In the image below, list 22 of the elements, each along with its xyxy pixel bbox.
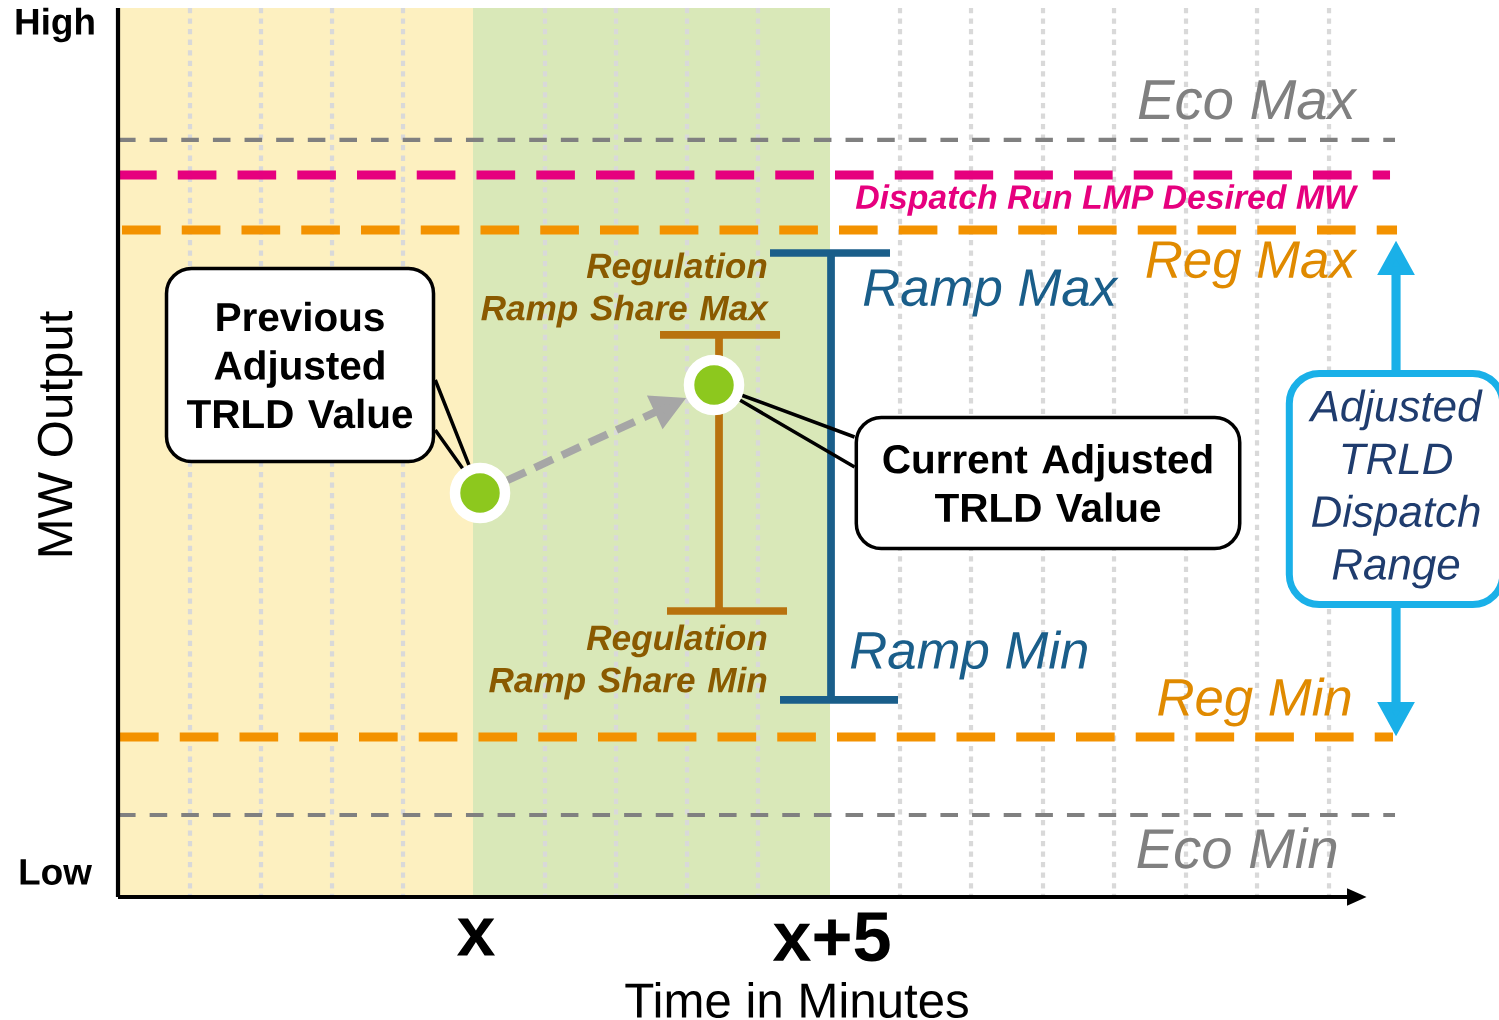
bar-label: Regulation Ramp Share Min (489, 624, 767, 700)
callout-pointer (433, 378, 471, 471)
bar-label: Regulation Ramp Share Max (481, 252, 769, 328)
range-box: Adjusted TRLD Dispatch Range (1285, 369, 1499, 608)
callout-box: Current Adjusted TRLD Value (854, 415, 1242, 551)
data-point (683, 354, 745, 416)
line-label: Reg Min (1158, 677, 1351, 727)
callout-box: Previous Adjusted TRLD Value (164, 266, 436, 464)
axis-title: Time in Minutes (625, 981, 968, 1019)
axis-label: Low (20, 859, 92, 885)
callout-pointer (738, 393, 857, 469)
axis-title: MW Output (37, 310, 83, 556)
line-label: Eco Max (1138, 80, 1358, 120)
tick-label: x+5 (772, 912, 890, 962)
tick-label: x (456, 918, 496, 956)
data-point (449, 462, 511, 524)
axis-label: High (16, 7, 94, 43)
line-label: Eco Min (1137, 827, 1337, 869)
bar-label: Ramp Min (850, 630, 1087, 680)
line-label: Reg Max (1146, 241, 1358, 289)
line-label: Dispatch Run LMP Desired MW (855, 184, 1359, 216)
bar-label: Ramp Max (863, 269, 1119, 317)
